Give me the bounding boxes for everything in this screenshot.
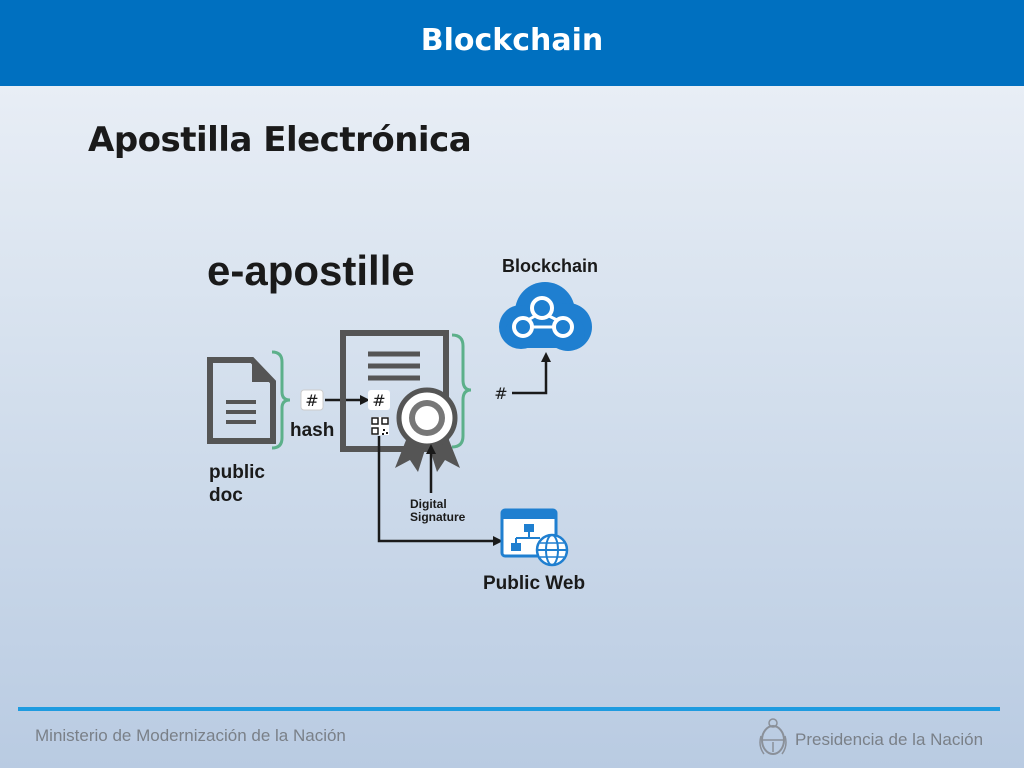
- blockchain-hash-symbol: #: [494, 384, 507, 403]
- header-bar: Blockchain: [0, 0, 1024, 86]
- qr-code-icon: [371, 417, 389, 435]
- footer-divider: [18, 707, 1000, 711]
- slide-title: Apostilla Electrónica: [88, 120, 472, 160]
- certificate-icon: [340, 330, 460, 472]
- blockchain-label: Blockchain: [502, 256, 598, 276]
- hash-box: [300, 389, 324, 411]
- public-web-label: Public Web: [483, 573, 585, 594]
- public-doc-label-line1: public: [209, 462, 265, 483]
- qr-to-public-web-arrow: [377, 436, 503, 546]
- national-seal-icon: [759, 718, 787, 755]
- header-title: Blockchain: [420, 22, 604, 58]
- certificate-bracket: [451, 333, 472, 449]
- digital-signature-label-line1: Digital: [410, 497, 447, 511]
- document-bracket: [271, 350, 291, 450]
- digital-signature-arrow: [426, 444, 436, 493]
- digital-signature-label-line2: Signature: [410, 510, 466, 524]
- diagram-heading: e-apostille: [207, 247, 415, 294]
- blockchain-cloud-icon: [499, 282, 592, 351]
- footer-ministry: Ministerio de Modernización de la Nación: [35, 726, 346, 745]
- hash-to-certificate-arrow: [325, 395, 370, 405]
- public-document-icon: [207, 357, 276, 444]
- hash-symbol: #: [305, 391, 318, 410]
- hash-label: hash: [290, 420, 334, 441]
- public-doc-label-line2: doc: [209, 485, 243, 506]
- footer-presidency: Presidencia de la Nación: [795, 730, 984, 749]
- hash-to-blockchain-arrow: [512, 352, 551, 395]
- certificate-hash-symbol: #: [372, 391, 385, 410]
- certificate-hash-box: [368, 390, 390, 410]
- public-web-icon: [500, 508, 569, 567]
